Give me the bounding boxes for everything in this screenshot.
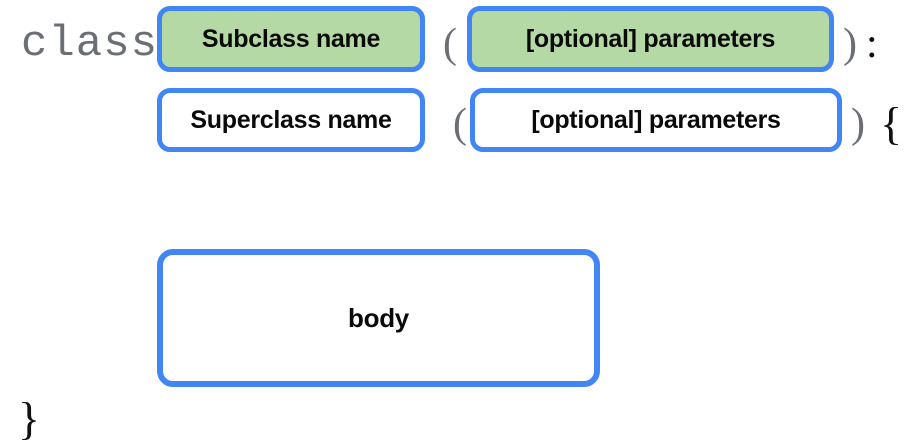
colon-icon: : xyxy=(866,21,878,67)
slot-constructor-parameters[interactable]: [optional] parameters xyxy=(467,6,834,72)
paren-close-icon-1: ) xyxy=(843,21,857,67)
brace-close-icon: } xyxy=(18,393,41,444)
slot-subclass-name[interactable]: Subclass name xyxy=(157,6,425,72)
class-keyword: class xyxy=(21,19,159,69)
slot-superclass-name-label: Superclass name xyxy=(190,105,392,134)
slot-superclass-parameters-label: [optional] parameters xyxy=(531,105,781,134)
paren-close-icon-2: ) xyxy=(851,101,865,147)
brace-open-icon: { xyxy=(880,98,903,149)
slot-body[interactable]: body xyxy=(157,249,600,387)
slot-body-label: body xyxy=(348,302,409,333)
paren-open-icon-1: ( xyxy=(443,21,457,67)
slot-subclass-name-label: Subclass name xyxy=(201,24,381,53)
paren-open-icon-2: ( xyxy=(453,101,467,147)
slot-superclass-parameters[interactable]: [optional] parameters xyxy=(470,88,842,152)
slot-constructor-parameters-label: [optional] parameters xyxy=(525,24,776,53)
slot-superclass-name[interactable]: Superclass name xyxy=(157,88,425,152)
